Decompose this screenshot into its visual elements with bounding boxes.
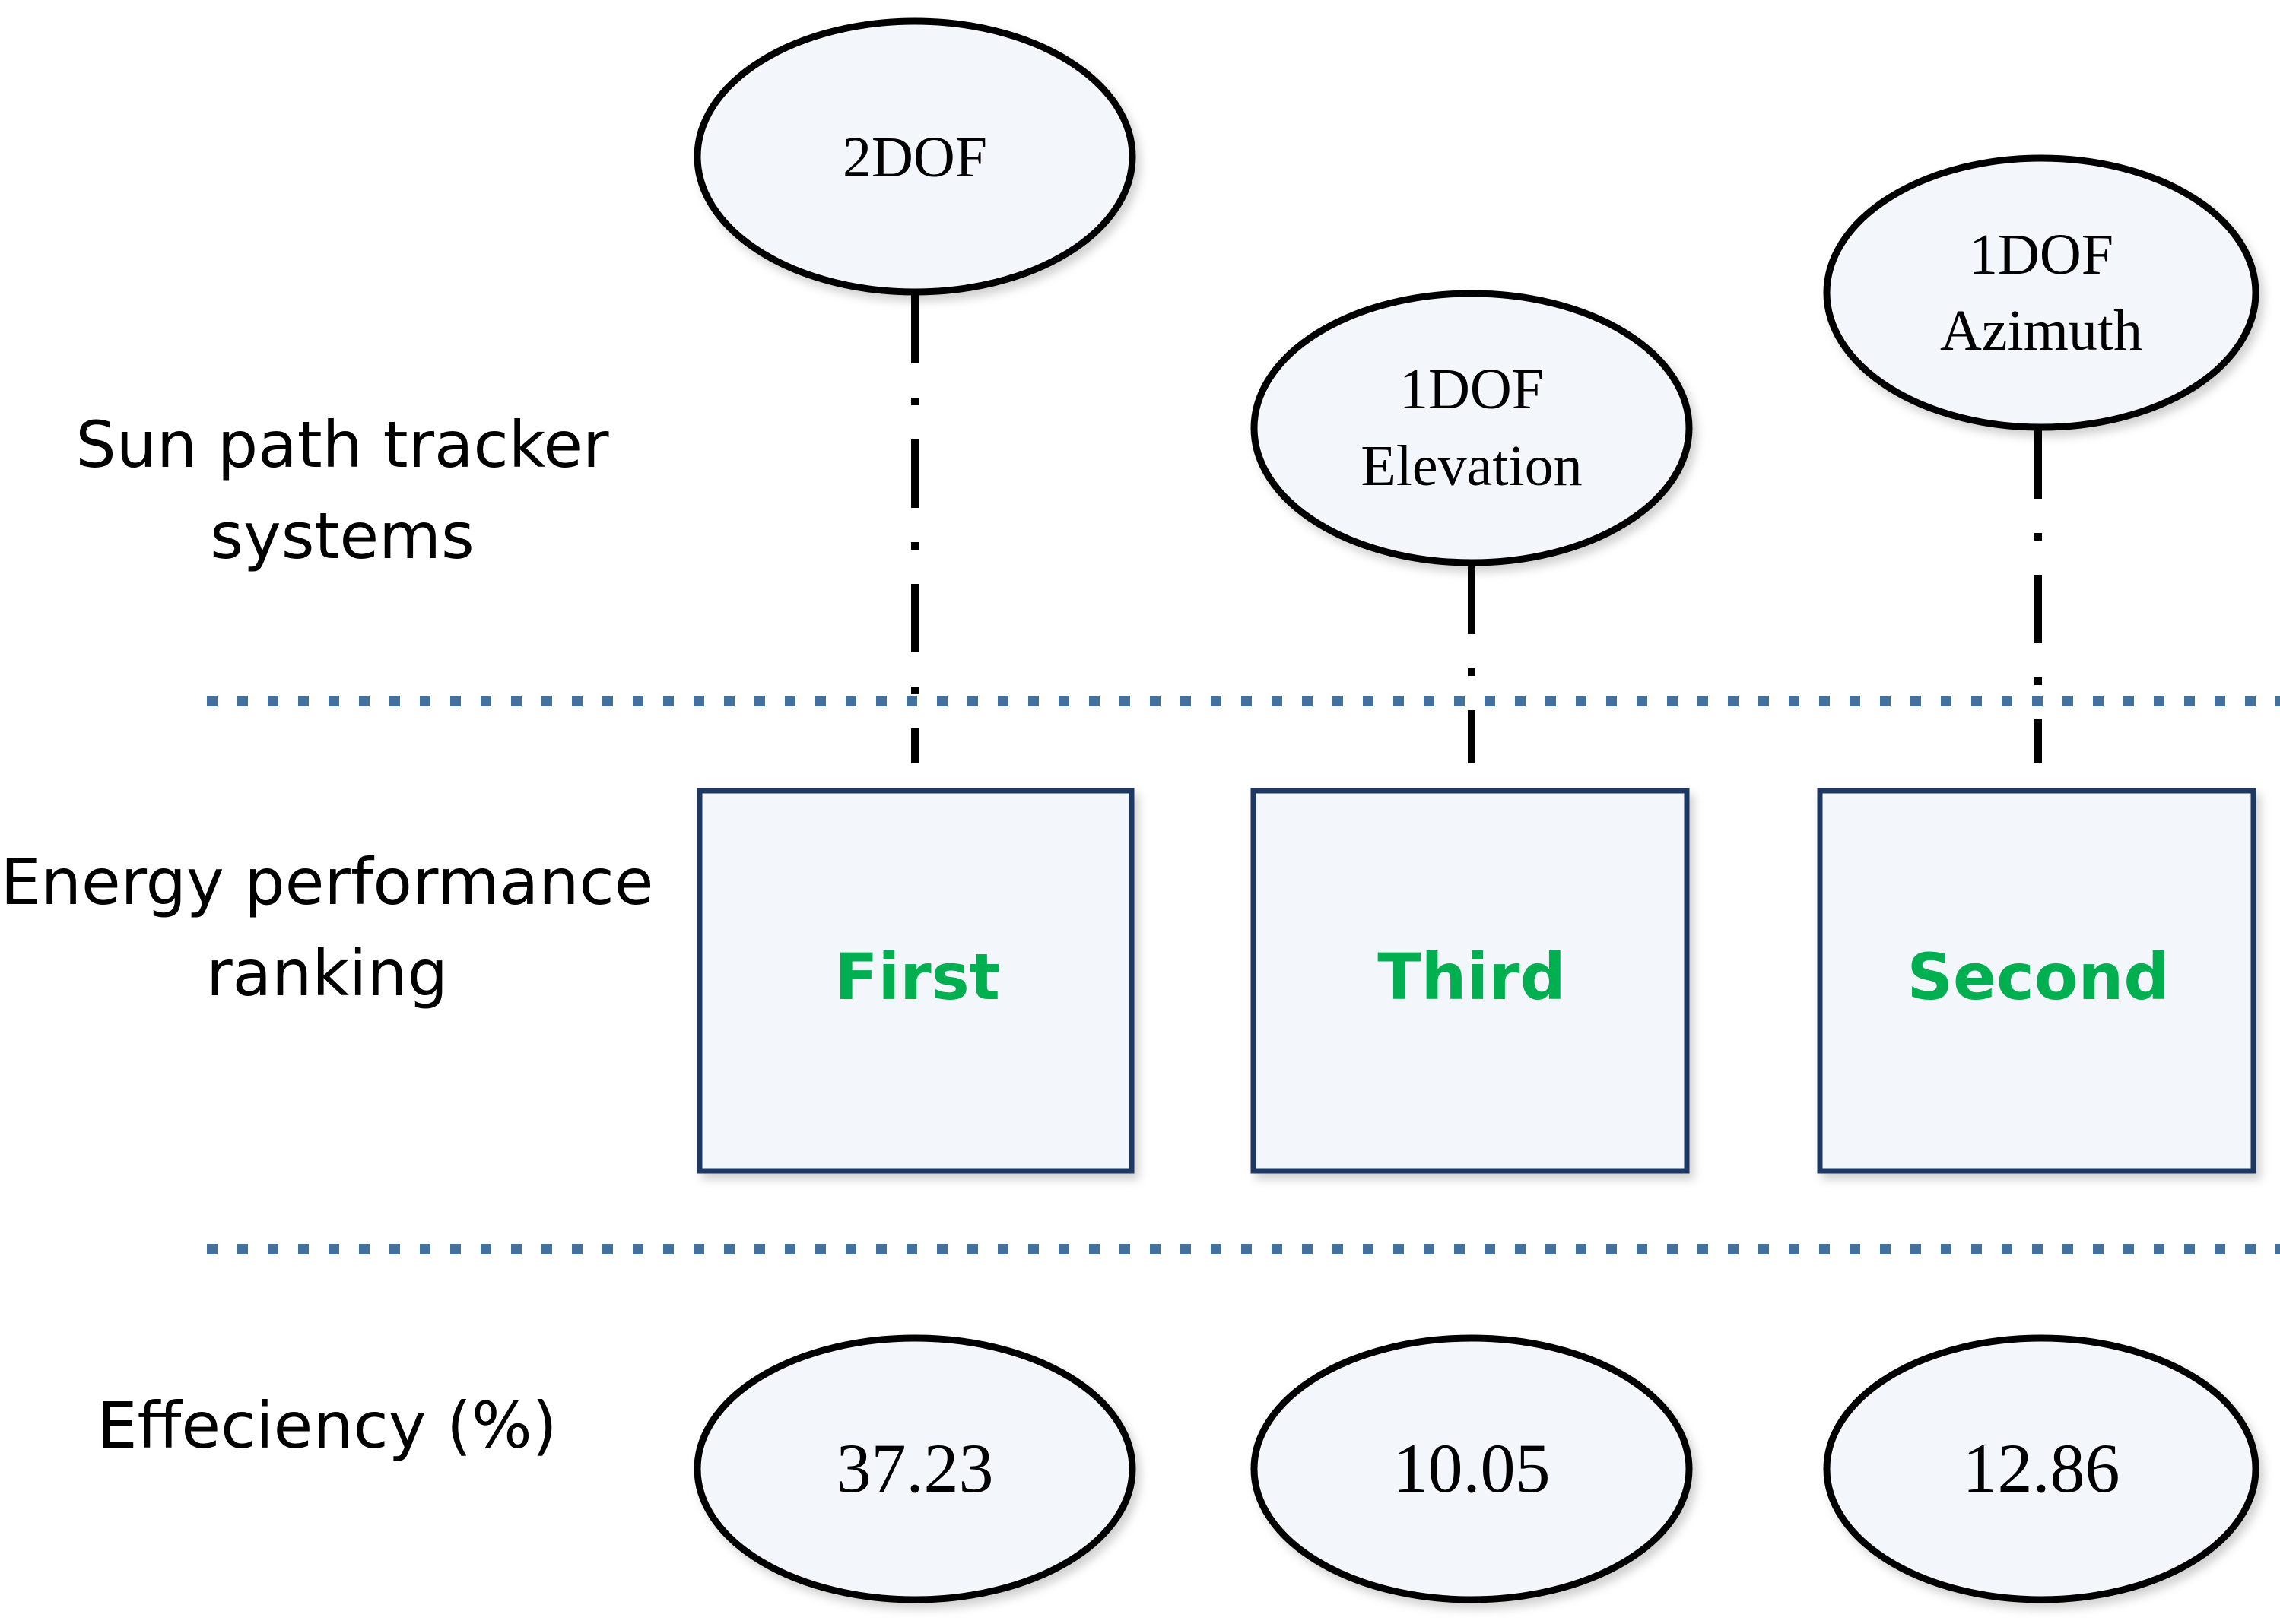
system-label-1dof-azimuth-line-1: 1DOF (1969, 223, 2113, 287)
efficiency-value-1dof-elevation: 10.05 (1393, 1429, 1551, 1507)
efficiency-value-2dof: 37.23 (837, 1429, 994, 1507)
column-2dof: 2DOF First 37.23 (694, 17, 1136, 1603)
system-label-1dof-azimuth-line-2: Azimuth (1940, 299, 2142, 363)
row-label-ranking: Energy performance ranking (0, 836, 654, 1019)
row-label-efficiency: Effeciency (%) (46, 1380, 608, 1471)
row-label-ranking-line-2: ranking (206, 936, 448, 1010)
row-label-ranking-line-1: Energy performance (0, 845, 654, 919)
row-label-systems-line-1: Sun path tracker (75, 408, 609, 482)
efficiency-node-2dof (694, 1334, 1136, 1603)
system-node-1dof-elevation (1250, 290, 1693, 566)
efficiency-node-1dof-azimuth (1823, 1334, 2259, 1603)
system-label-1dof-elevation-line-2: Elevation (1361, 434, 1582, 498)
rank-box-2dof (697, 788, 1135, 1174)
efficiency-node-1dof-elevation (1250, 1334, 1693, 1603)
system-node-1dof-azimuth (1823, 154, 2259, 431)
system-node-2dof (694, 17, 1136, 296)
system-label-2dof-line-1: 2DOF (843, 125, 987, 189)
row-label-efficiency-text: Effeciency (%) (97, 1388, 557, 1463)
rank-box-1dof-azimuth (1817, 788, 2256, 1174)
row-label-systems: Sun path tracker systems (46, 399, 639, 582)
efficiency-value-1dof-azimuth: 12.86 (1963, 1429, 2120, 1507)
column-1dof-elevation: 1DOF Elevation Third 10.05 (1250, 290, 1693, 1603)
column-1dof-azimuth: 1DOF Azimuth Second 12.86 (1817, 154, 2259, 1603)
rank-label-1dof-azimuth: Second (1907, 940, 2170, 1014)
rank-label-1dof-elevation: Third (1377, 940, 1565, 1014)
rank-box-1dof-elevation (1250, 788, 1690, 1174)
row-label-systems-line-2: systems (210, 499, 475, 573)
rank-label-2dof: First (834, 940, 1000, 1014)
system-label-1dof-elevation-line-1: 1DOF (1399, 357, 1544, 421)
